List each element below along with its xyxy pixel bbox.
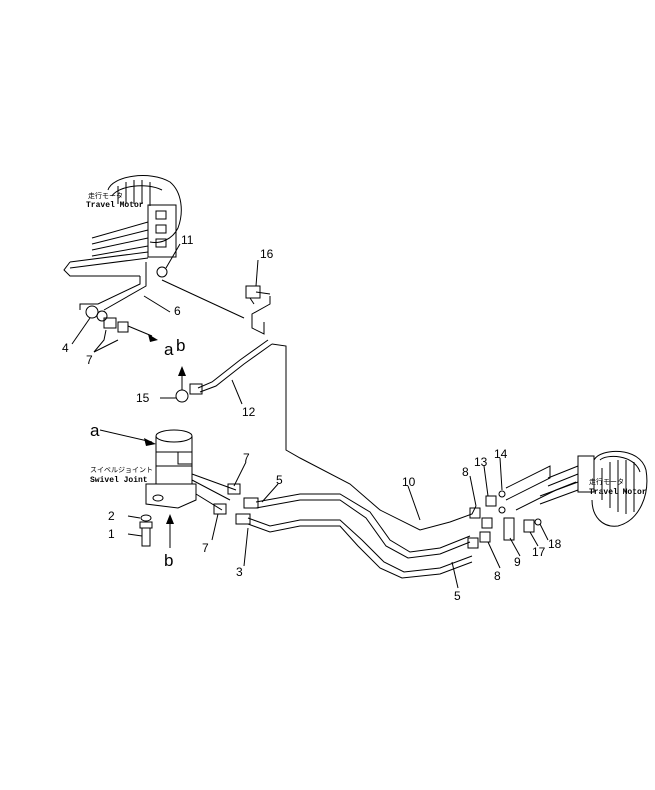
pipe-10 [271,343,477,531]
travel-motor-left: 走行モータ Travel Motor [63,175,182,311]
view-marker-b-lower: b [164,551,173,570]
callout-1: 1 [108,527,115,541]
part-callouts: 11 16 6 4 7 15 12 7 5 10 1 2 7 3 5 8 13 … [62,233,562,603]
pipes-3-and-5 [235,493,473,579]
callout-5-lower: 5 [454,589,461,603]
callout-11: 11 [181,233,194,247]
right-fittings [467,465,577,549]
callout-18: 18 [548,537,562,551]
pipe-12 [175,339,273,403]
view-marker-b-upper: b [176,336,185,355]
callout-12: 12 [242,405,256,419]
callout-14: 14 [494,447,508,461]
callout-6: 6 [174,304,181,318]
callout-7-lower: 7 [202,541,209,555]
travel-motor-right-en-label: Travel Motor [589,488,647,497]
travel-motor-right-jp-label: 走行モータ [589,477,624,486]
swivel-joint: スイベルジョイント Swivel Joint [90,429,237,511]
callout-15: 15 [136,391,150,405]
callout-8-upper: 8 [462,465,469,479]
bracket-16 [245,285,271,335]
pipe-11 [161,279,245,319]
callout-16: 16 [260,247,274,261]
travel-motor-left-jp-label: 走行モータ [88,191,123,200]
callout-17: 17 [532,545,546,559]
callout-4: 4 [62,341,69,355]
callout-13: 13 [474,455,488,469]
swivel-fittings-7 [213,483,241,515]
callout-8-lower: 8 [494,569,501,583]
view-arrows [99,366,186,548]
swivel-joint-en-label: Swivel Joint [90,476,148,485]
view-marker-a-upper: a [164,340,174,359]
callout-7-upper: 7 [243,451,250,465]
callout-5-upper: 5 [276,473,283,487]
callout-10: 10 [402,475,416,489]
swivel-joint-jp-label: スイベルジョイント [90,466,153,474]
callout-2: 2 [108,509,115,523]
callout-3: 3 [236,565,243,579]
travel-motor-left-en-label: Travel Motor [86,201,144,210]
travel-motor-right: 走行モータ Travel Motor [539,450,648,527]
leader-lines [71,243,549,589]
callout-7-left: 7 [86,353,93,367]
left-fittings [85,305,158,342]
callout-9: 9 [514,555,521,569]
view-markers: a a b b [90,336,185,570]
view-marker-a-lower: a [90,421,100,440]
bolt-1-and-washer-2 [139,514,153,547]
